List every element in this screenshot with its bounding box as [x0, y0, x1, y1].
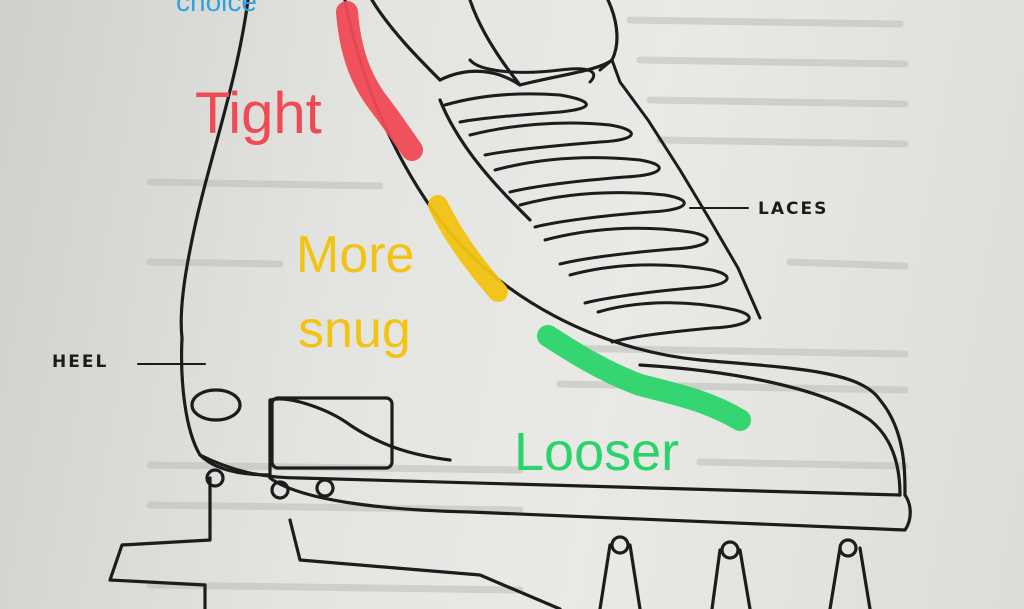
boot-front-inner	[438, 98, 532, 222]
more-annotation: More	[296, 226, 415, 284]
snug-annotation: snug	[298, 301, 411, 359]
faint-page-text	[146, 16, 909, 594]
laces-drawing	[443, 58, 762, 344]
heel-hole	[190, 388, 242, 422]
front-stanchion	[598, 543, 872, 609]
snug-marker	[428, 195, 508, 302]
tight-marker	[336, 1, 423, 161]
blade	[108, 476, 212, 609]
tongue-edge	[438, 69, 522, 87]
tongue	[370, 0, 619, 87]
toe-cap	[638, 363, 902, 497]
heel-inner	[270, 396, 394, 470]
looser-marker	[537, 325, 751, 431]
laces-label: LACES	[758, 199, 829, 219]
boot-front	[343, 0, 907, 497]
blade-line	[288, 518, 562, 609]
tight-annotation: Tight	[195, 81, 322, 146]
choice-annotation: choice	[176, 0, 257, 17]
sole-bottom	[268, 476, 912, 532]
heel-label: HEEL	[52, 352, 109, 372]
looser-annotation: Looser	[514, 422, 680, 482]
sole	[198, 453, 902, 497]
boot-back	[179, 0, 250, 340]
heel-block	[179, 336, 452, 477]
